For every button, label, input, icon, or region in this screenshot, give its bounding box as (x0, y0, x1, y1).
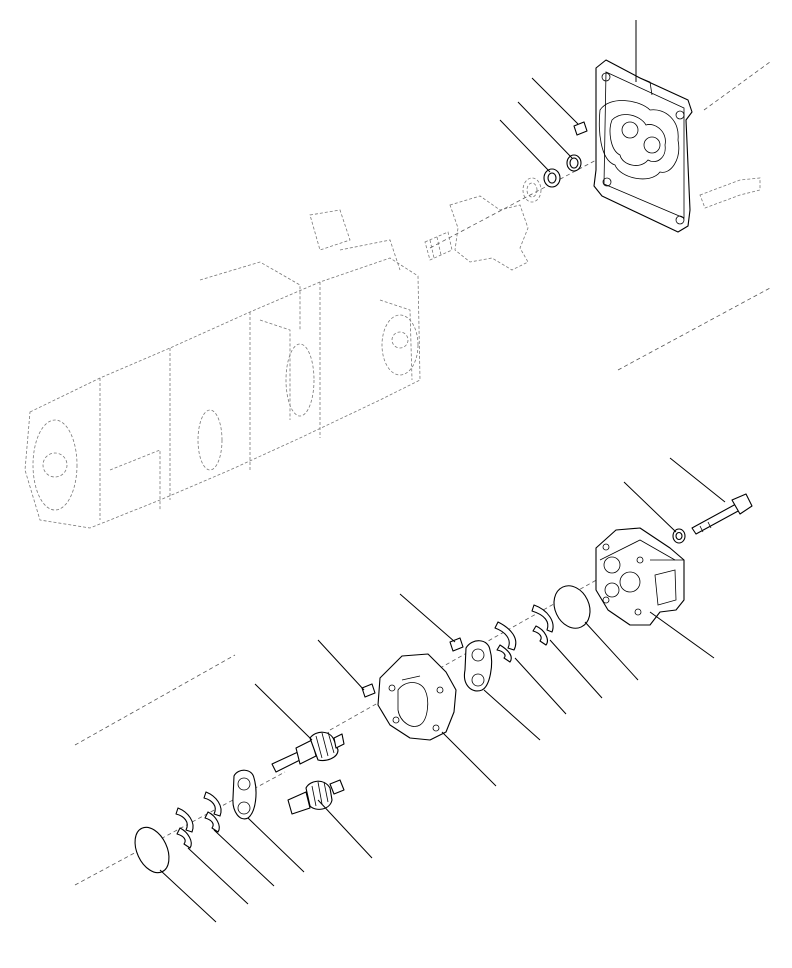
drive-gear (271, 731, 345, 773)
dowel-pin-left (361, 683, 376, 698)
gasket (449, 195, 529, 271)
leader-lines (159, 20, 726, 923)
washer-upper (543, 168, 561, 188)
gear-pump-assembly-ghost (24, 209, 421, 529)
gear-case (377, 653, 457, 741)
o-ring-upper (566, 154, 582, 172)
backup-ring-left-2 (175, 807, 194, 849)
seal-oval-left (134, 826, 170, 874)
drive-shaft-coupling (424, 231, 453, 261)
pin-upper (573, 121, 588, 136)
backup-ring-right-2 (494, 621, 517, 663)
seal-oval-right (553, 585, 591, 629)
bolt-washer (672, 528, 686, 544)
backup-ring-left-1 (203, 791, 222, 833)
end-cover (595, 527, 685, 626)
seal-ring-upper (522, 177, 542, 203)
driven-gear (287, 779, 345, 815)
dowel-pin-right (449, 637, 464, 652)
backup-ring-right-1 (531, 604, 554, 646)
bushing-plate-left (232, 769, 257, 820)
bushing-plate-right (463, 640, 493, 692)
bolt (691, 493, 753, 535)
cover-plate (593, 59, 693, 233)
fitting-upper-right (699, 177, 761, 209)
